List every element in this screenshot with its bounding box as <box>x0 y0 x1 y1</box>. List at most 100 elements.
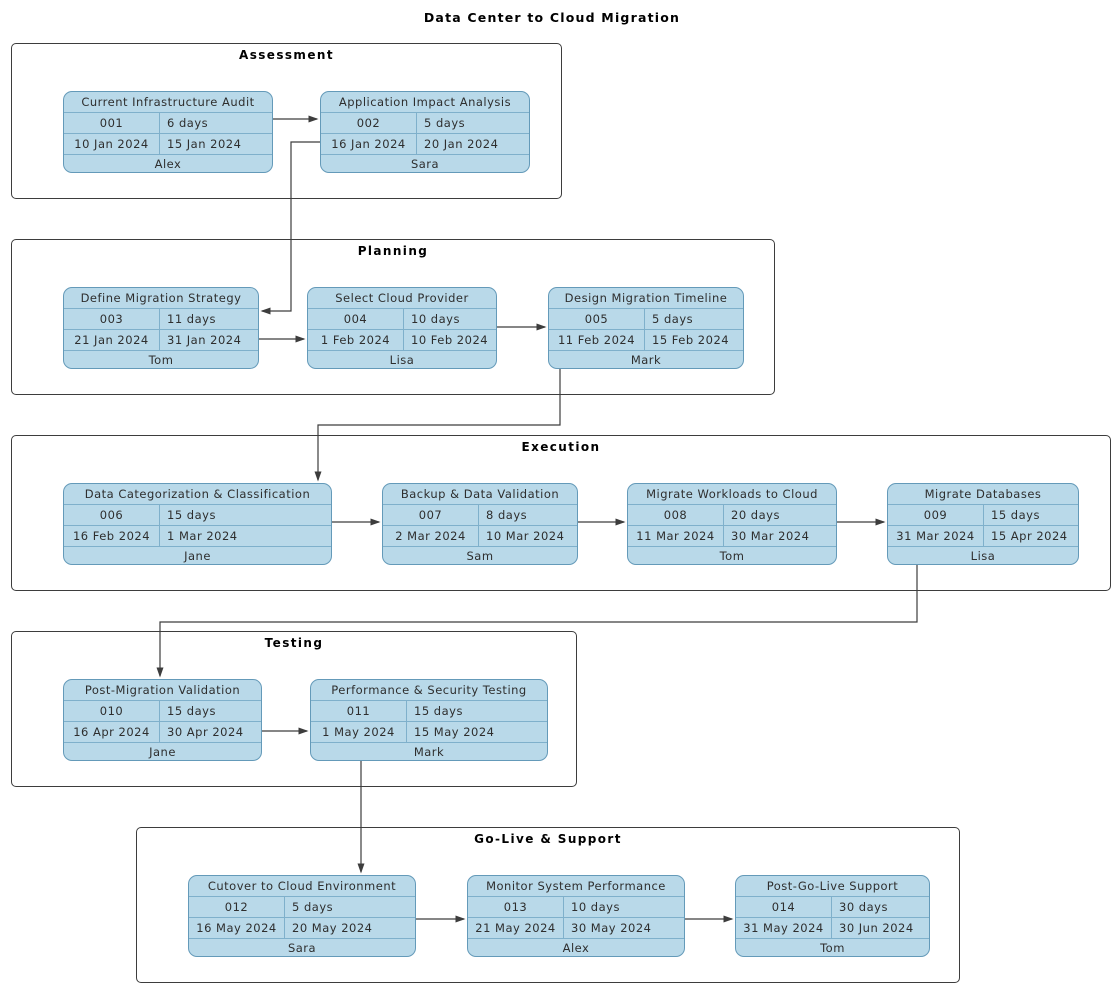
task-start-date: 11 Feb 2024 <box>549 330 645 350</box>
task-start-date: 16 Apr 2024 <box>64 722 160 742</box>
task-duration: 5 days <box>292 900 334 914</box>
task-start-date: 16 Feb 2024 <box>64 526 160 546</box>
task-id-duration-row: 012 5 days <box>189 897 415 918</box>
task-end-date: 20 Jan 2024 <box>424 137 499 151</box>
task-start-date: 31 Mar 2024 <box>888 526 984 546</box>
task-title: Design Migration Timeline <box>549 288 743 309</box>
task-duration: 15 days <box>167 704 216 718</box>
task-start-date: 16 Jan 2024 <box>321 134 417 154</box>
task-dates-row: 16 Jan 2024 20 Jan 2024 <box>321 134 529 155</box>
task-id: 008 <box>628 505 724 525</box>
task-id: 012 <box>189 897 285 917</box>
task-dates-row: 2 Mar 2024 10 Mar 2024 <box>383 526 577 547</box>
task-title: Backup & Data Validation <box>383 484 577 505</box>
task-id: 009 <box>888 505 984 525</box>
section-label: Go-Live & Support <box>474 832 622 846</box>
task-id-duration-row: 006 15 days <box>64 505 331 526</box>
section-testing: Testing <box>11 631 577 787</box>
task-end-date: 20 May 2024 <box>292 921 373 935</box>
task-start-date: 16 May 2024 <box>189 918 285 938</box>
task-id-duration-row: 010 15 days <box>64 701 261 722</box>
task-end-date: 30 May 2024 <box>571 921 652 935</box>
task-owner: Jane <box>184 549 211 563</box>
task-id: 011 <box>311 701 407 721</box>
task-title: Data Categorization & Classification <box>64 484 331 505</box>
task-start-date: 11 Mar 2024 <box>628 526 724 546</box>
task-dates-row: 11 Mar 2024 30 Mar 2024 <box>628 526 836 547</box>
task-id: 007 <box>383 505 479 525</box>
task-id: 010 <box>64 701 160 721</box>
task-title: Migrate Databases <box>888 484 1078 505</box>
task-title: Monitor System Performance <box>468 876 684 897</box>
task-owner: Sara <box>287 941 317 955</box>
task-title: Define Migration Strategy <box>64 288 258 309</box>
task-title: Application Impact Analysis <box>321 92 529 113</box>
task-end-date: 31 Jan 2024 <box>167 333 242 347</box>
task-title: Current Infrastructure Audit <box>64 92 272 113</box>
task-id: 013 <box>468 897 564 917</box>
task-id: 001 <box>64 113 160 133</box>
task-id-duration-row: 002 5 days <box>321 113 529 134</box>
task-id: 006 <box>64 505 160 525</box>
task-title: Migrate Workloads to Cloud <box>628 484 836 505</box>
diagram-title: Data Center to Cloud Migration <box>423 10 681 25</box>
section-label: Testing <box>264 636 324 650</box>
task-end-date: 30 Mar 2024 <box>731 529 810 543</box>
task-id: 004 <box>308 309 404 329</box>
task-start-date: 31 May 2024 <box>736 918 832 938</box>
task-dates-row: 21 Jan 2024 31 Jan 2024 <box>64 330 258 351</box>
section-label: Planning <box>357 244 429 258</box>
task-end-date: 10 Feb 2024 <box>411 333 489 347</box>
task-end-date: 10 Mar 2024 <box>486 529 565 543</box>
task-owner: Lisa <box>389 353 415 367</box>
task-dates-row: 31 May 2024 30 Jun 2024 <box>736 918 929 939</box>
task-owner: Mark <box>413 745 445 759</box>
task-start-date: 2 Mar 2024 <box>383 526 479 546</box>
task-id: 002 <box>321 113 417 133</box>
section-go-live-support: Go-Live & Support <box>136 827 960 983</box>
task-start-date: 1 May 2024 <box>311 722 407 742</box>
task-owner: Alex <box>154 157 182 171</box>
section-planning: Planning <box>11 239 775 395</box>
task-owner: Mark <box>630 353 662 367</box>
section-execution: Execution <box>11 435 1111 591</box>
task-id: 014 <box>736 897 832 917</box>
task-owner: Sara <box>410 157 440 171</box>
task-dates-row: 16 May 2024 20 May 2024 <box>189 918 415 939</box>
task-end-date: 15 Jan 2024 <box>167 137 242 151</box>
task-start-date: 21 May 2024 <box>468 918 564 938</box>
task-end-date: 30 Jun 2024 <box>839 921 914 935</box>
section-assessment: Assessment <box>11 43 562 199</box>
task-title: Performance & Security Testing <box>311 680 547 701</box>
task-start-date: 21 Jan 2024 <box>64 330 160 350</box>
task-duration: 30 days <box>839 900 888 914</box>
task-duration: 11 days <box>167 312 216 326</box>
task-duration: 15 days <box>167 508 216 522</box>
task-duration: 5 days <box>424 116 466 130</box>
task-title: Post-Migration Validation <box>64 680 261 701</box>
